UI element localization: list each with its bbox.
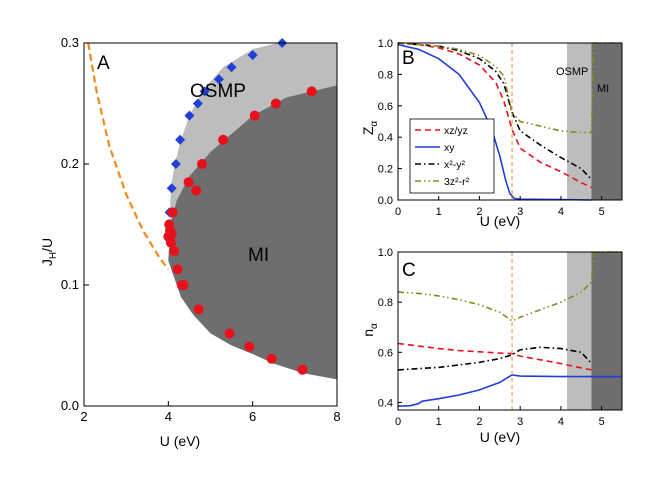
panel-c-xtick-label: 1: [436, 416, 442, 428]
circle-point: [183, 177, 194, 188]
circle-point: [165, 237, 176, 248]
panel-c: 0 1 2 3 4 5 0.4 0.6 0.8 1.0 C U (eV) nα: [360, 247, 623, 445]
circle-point: [169, 246, 180, 257]
circle-point: [249, 110, 260, 121]
panel-c-ylabel: nα: [360, 323, 380, 337]
circle-point: [266, 353, 277, 364]
series-line-0: [397, 42, 592, 189]
osmp-area: [168, 43, 337, 261]
diamond-point: [213, 74, 224, 85]
panel-b-ytick-label: 0.0: [378, 195, 393, 207]
panel-a-ytick-label: 0.2: [61, 156, 79, 171]
panel-b-letter: B: [402, 48, 415, 69]
panel-a-letter: A: [97, 53, 110, 74]
shaded-band: [591, 252, 622, 410]
circle-point: [244, 341, 255, 352]
diamond-point: [166, 183, 177, 194]
osmp-region-label: OSMP: [190, 81, 246, 102]
panel-b-ytick-label: 0.4: [378, 132, 393, 144]
panel-c-xtick-label: 0: [395, 416, 401, 428]
panel-b-ytick-label: 0.6: [378, 101, 393, 113]
diamond-point: [175, 134, 186, 145]
circle-point: [166, 229, 177, 240]
circle-point: [224, 328, 235, 339]
osmp-band-label: OSMP: [556, 66, 588, 78]
panel-a: 2 4 6 8 0.0 0.1 0.2 0.3 A OSMP MI U (eV) JH/U: [39, 35, 341, 449]
series-line-1: [397, 374, 622, 407]
circle-point: [297, 364, 308, 375]
circle-point: [167, 207, 178, 218]
panel-a-ytick-label: 0.3: [61, 35, 79, 50]
panel-b-ytick-label: 0.2: [378, 164, 393, 176]
panel-c-ytick-label: 0.4: [378, 397, 393, 409]
panel-a-ytick-label: 0.0: [61, 398, 79, 413]
panel-a-ytick-label: 0.1: [61, 277, 79, 292]
panel-b-ylabel: Zα: [360, 121, 380, 136]
panel-b-xtick-label: 3: [517, 206, 523, 218]
mi-region-label: MI: [248, 245, 269, 266]
panel-b-ytick-label: 0.8: [378, 69, 393, 81]
panel-c-xtick-label: 3: [517, 416, 523, 428]
panel-c-letter: C: [402, 260, 416, 281]
panel-a-xtick-label: 6: [249, 409, 256, 424]
series-line-0: [397, 342, 592, 371]
panel-b-xtick-label: 1: [436, 206, 442, 218]
panel-c-ytick-label: 0.8: [378, 297, 393, 309]
panel-b: 0 1 2 3 4 5 0.0 0.2 0.4 0.6 0.8 1.0 B OSMP MI U (eV…: [360, 38, 623, 229]
panel-c-xtick-label: 5: [599, 416, 605, 428]
panel-a-xtick-label: 8: [333, 409, 340, 424]
panel-a-xtick-label: 2: [80, 409, 87, 424]
panel-c-xtick-label: 2: [476, 416, 482, 428]
diamond-point: [247, 50, 258, 61]
legend-entry: xz/yz: [444, 125, 468, 137]
panel-c-frame: [397, 251, 623, 411]
diamond-point: [192, 98, 203, 109]
mi-band-label: MI: [597, 83, 609, 95]
panel-c-ytick-label: 1.0: [378, 247, 393, 259]
circle-point: [197, 159, 208, 169]
panel-a-frame: [83, 42, 338, 407]
diamond-point: [170, 159, 181, 169]
series-line-2: [397, 346, 593, 371]
panel-b-xtick-label: 2: [476, 206, 482, 218]
legend-entry: 3z²-r²: [444, 176, 470, 188]
panel-b-legend: xz/yz xy x²-y² 3z²-r²: [409, 118, 495, 194]
shaded-band: [567, 252, 592, 410]
panel-a-xlabel: U (eV): [160, 433, 200, 449]
diamond-point: [199, 86, 210, 97]
panel-c-xlabel: U (eV): [480, 429, 520, 445]
panel-c-ytick-label: 0.6: [378, 347, 393, 359]
panel-b-ytick-label: 1.0: [378, 38, 393, 50]
shaded-band: [591, 43, 622, 200]
panel-c-xtick-label: 4: [558, 416, 564, 428]
panel-b-xtick-label: 0: [395, 206, 401, 218]
panel-a-ylabel: JH/U: [39, 238, 59, 266]
legend-entry: xy: [444, 142, 455, 154]
shaded-band: [567, 43, 592, 200]
mi-area: [168, 85, 337, 380]
panel-b-xtick-label: 5: [599, 206, 605, 218]
circle-point: [176, 280, 187, 290]
circle-point: [306, 86, 317, 97]
diamond-point: [184, 110, 195, 121]
diamond-point: [226, 62, 237, 73]
panel-b-frame: [397, 42, 623, 201]
panel-a-xtick-label: 4: [165, 409, 172, 424]
legend-entry: x²-y²: [444, 159, 465, 171]
panel-b-xlabel: U (eV): [480, 213, 520, 229]
circle-point: [193, 304, 204, 315]
circle-point: [172, 264, 183, 275]
circle-point: [218, 134, 229, 145]
panel-b-xtick-label: 4: [558, 206, 564, 218]
circle-point: [270, 98, 281, 109]
circle-point: [191, 185, 202, 196]
boundary-dashed-curve: [87, 42, 170, 270]
